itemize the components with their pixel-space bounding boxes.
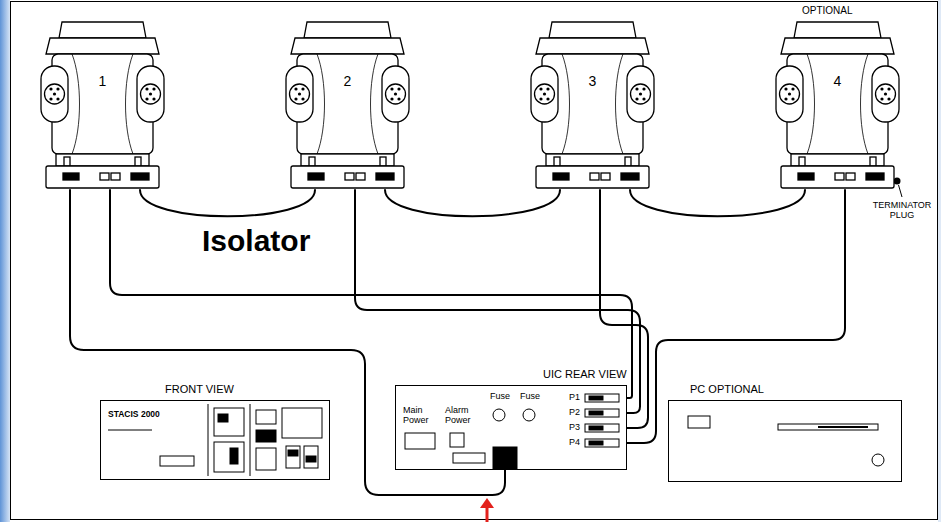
- view-heading: PC OPTIONAL: [690, 383, 764, 396]
- port-label: P3: [569, 422, 580, 432]
- front-box: FRONT VIEWSTACIS 2000: [100, 400, 330, 480]
- optional-note: OPTIONAL: [802, 5, 853, 17]
- isolator-drawing: [286, 22, 409, 188]
- unit-number: 3: [586, 72, 600, 90]
- pc-drawing: [669, 401, 902, 482]
- iso-illustration: [530, 20, 655, 190]
- isolator-unit: 3: [530, 20, 655, 190]
- fuse-label: Fuse: [490, 391, 510, 401]
- part-name: Isolator: [200, 224, 312, 259]
- pc-illustration: [668, 400, 902, 482]
- pc-box: PC OPTIONAL: [668, 400, 902, 482]
- isolator-unit: 4: [775, 20, 900, 190]
- rear-panel-drawing: [396, 386, 627, 470]
- iso-illustration: [775, 20, 900, 190]
- cable: [630, 190, 805, 216]
- isolator-drawing: [531, 22, 654, 188]
- cable: [355, 190, 640, 413]
- connector-label: Main Power: [403, 405, 439, 426]
- iso-illustration: [285, 20, 410, 190]
- port-label: P1: [569, 392, 580, 402]
- uic-illustration: [395, 385, 627, 470]
- side-strip: [0, 0, 10, 522]
- front-panel-drawing: [101, 401, 330, 480]
- connector-label: Alarm Power: [445, 405, 481, 426]
- leader-line: [899, 185, 903, 197]
- isolator-drawing: [776, 22, 899, 188]
- unit-number: 1: [96, 72, 110, 90]
- uic-box: UIC REAR VIEWFuseFuseMain PowerAlarm Pow…: [395, 385, 627, 470]
- isolator-unit: 2: [285, 20, 410, 190]
- pointer-arrow: [486, 507, 489, 522]
- unit-number: 4: [831, 72, 845, 90]
- port-label: P4: [569, 437, 580, 447]
- isolator-drawing: [41, 22, 164, 188]
- side-strip: [938, 0, 941, 522]
- frame-border: [11, 2, 938, 520]
- fuse-label: Fuse: [520, 391, 540, 401]
- isolator-unit: 1: [40, 20, 165, 190]
- cable: [385, 190, 560, 216]
- cable: [140, 190, 315, 216]
- view-heading: FRONT VIEW: [165, 383, 234, 396]
- model-name: STACIS 2000: [108, 410, 160, 420]
- iso-illustration: [40, 20, 165, 190]
- port-label: P2: [569, 407, 580, 417]
- view-heading: UIC REAR VIEW: [543, 368, 627, 381]
- unit-number: 2: [341, 72, 355, 90]
- cable: [110, 190, 632, 398]
- part-name: TERMINATOR PLUG: [870, 200, 934, 221]
- pointer-arrow-head: [480, 498, 494, 508]
